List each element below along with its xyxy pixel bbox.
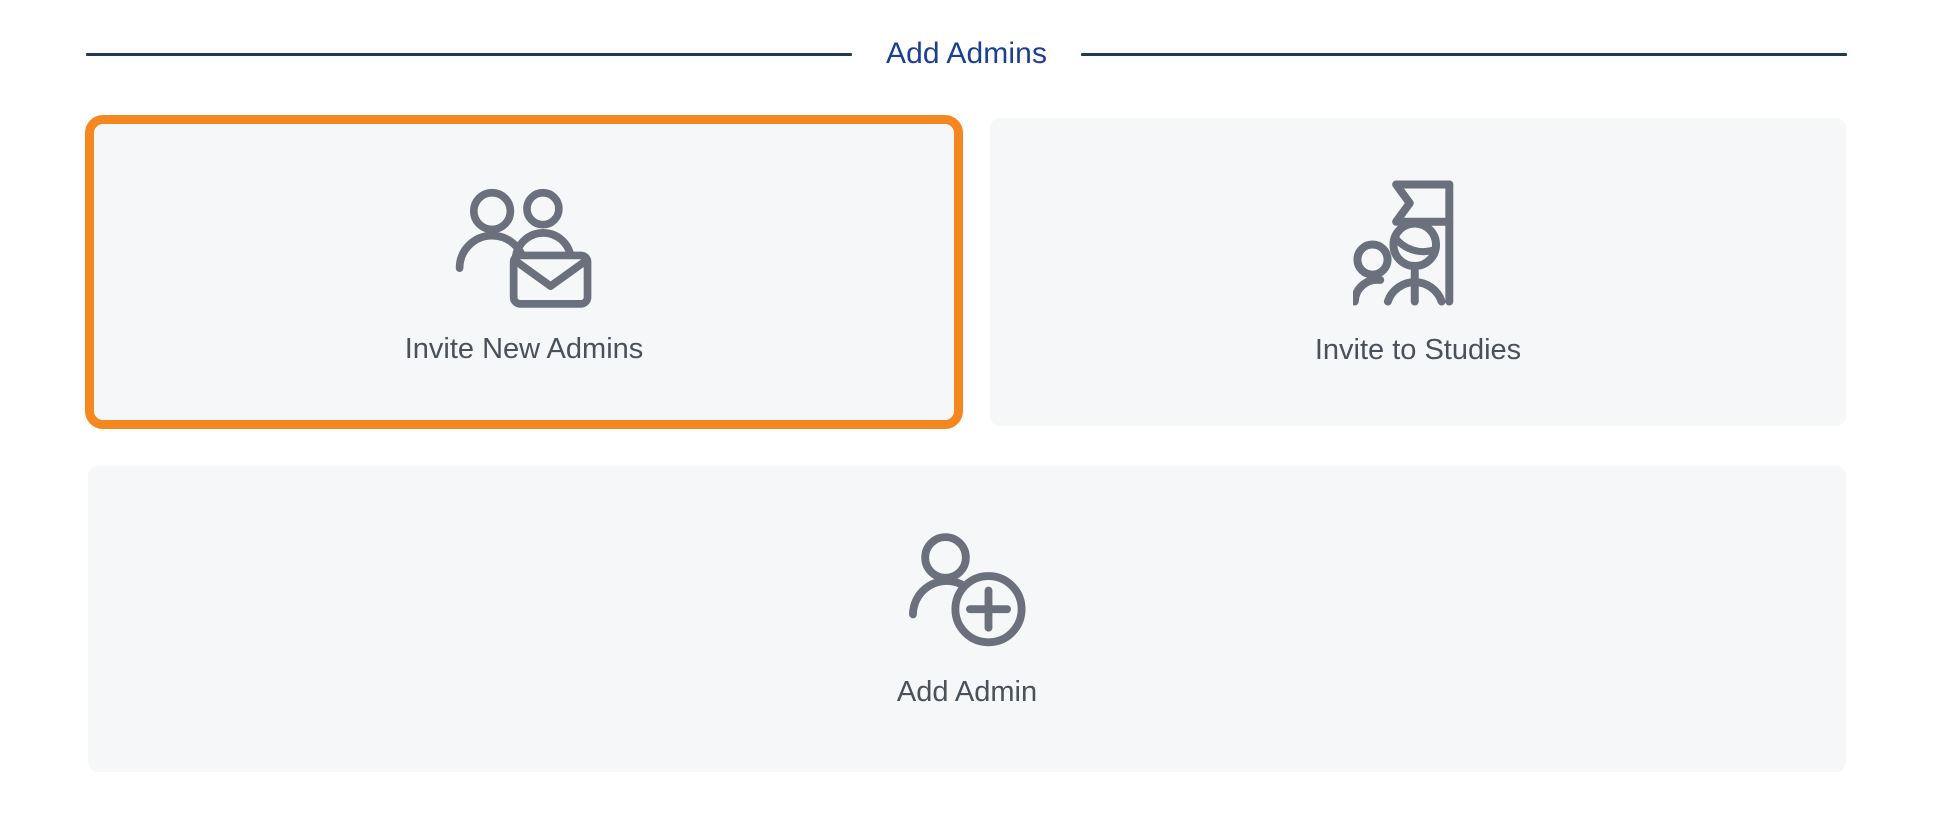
card-label-add-admin: Add Admin	[896, 676, 1038, 708]
person-plus-icon	[905, 529, 1029, 651]
card-invite-to-studies[interactable]: Invite to Studies	[990, 118, 1846, 426]
card-label-invite-new-admins: Invite New Admins	[404, 333, 644, 365]
card-label-invite-to-studies: Invite to Studies	[1314, 334, 1522, 366]
card-invite-new-admins[interactable]: Invite New Admins	[88, 118, 960, 426]
page-title: Add Admins	[885, 37, 1048, 70]
section-rule-left	[86, 52, 852, 56]
people-flag-icon	[1353, 177, 1483, 309]
two-people-envelope-icon	[449, 178, 599, 308]
section-header: Add Admins	[86, 38, 1847, 70]
section-rule-right	[1081, 52, 1847, 56]
card-add-admin[interactable]: Add Admin	[88, 466, 1846, 772]
